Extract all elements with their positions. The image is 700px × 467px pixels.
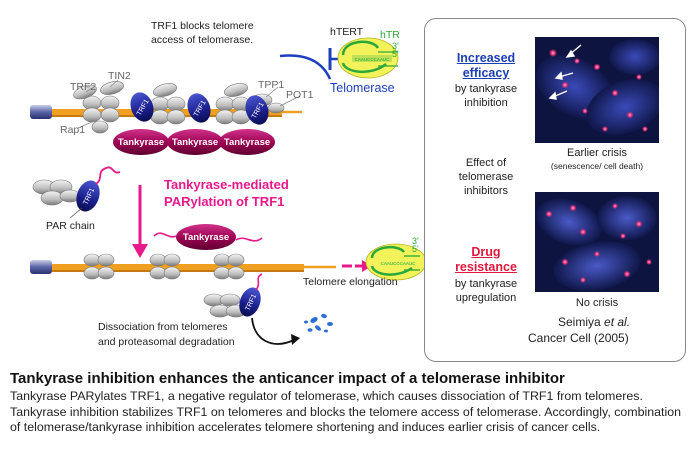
parylated-trf1: TRF1: [32, 166, 121, 219]
chromosome-cap: [30, 105, 52, 119]
inhibition-line: [279, 48, 338, 80]
increased-efficacy-heading: Increased efficacy: [436, 51, 536, 81]
tankyrase-inhibition-line2: inhibition: [464, 97, 508, 109]
prime3-label: 3': [392, 41, 399, 51]
prime3-label: 3': [412, 236, 419, 246]
htr-label: hTR: [380, 29, 400, 41]
pink-down-arrow: [132, 185, 148, 258]
caption-title: Tankyrase inhibition enhances the antica…: [10, 370, 565, 387]
shelterin-complex: [73, 81, 285, 134]
rap1-label: Rap1: [60, 124, 86, 136]
tankyrase-proteins-top: Tankyrase Tankyrase Tankyrase: [113, 129, 275, 155]
par-chain: [95, 166, 121, 185]
tankyrase-inhibition-text: by tankyrase inhibition: [436, 82, 536, 110]
tankyrase-label: Tankyrase: [183, 232, 229, 243]
htert-label: hTERT: [330, 26, 364, 38]
citation-authors: Seimiya et al.: [558, 315, 630, 329]
trf1-proteins-top: TRF1 TRF1 TRF1: [130, 92, 269, 125]
citation-etal: et al.: [600, 315, 631, 329]
tankyrase-inhibition-line1: by tankyrase: [454, 83, 518, 95]
tin2-label: TIN2: [108, 70, 131, 82]
dissociation-text: Dissociation from telomeres and proteaso…: [98, 320, 235, 350]
figure-caption: Tankyrase inhibition enhances the antica…: [10, 369, 690, 436]
leader-lines: [77, 79, 301, 129]
par-chain-label: PAR chain: [46, 220, 95, 232]
telomere-strand: [52, 109, 282, 115]
trf1-blocks-line1: TRF1 blocks telomere: [151, 20, 254, 32]
tankyrase-label: Tankyrase: [172, 137, 218, 148]
dissociation-line2: and proteasomal degradation: [98, 336, 235, 348]
telomere-elongation-label: Telomere elongation: [303, 276, 398, 288]
effect-of-inhibitors-text: Effect of telomerase inhibitors: [436, 156, 536, 198]
trf1-blocks-text: TRF1 blocks telomere access of telomeras…: [151, 19, 254, 47]
prime5-label: 5': [412, 244, 419, 254]
bottom-ends: 3' 5': [412, 236, 419, 254]
upregulation-line1: by tankyrase: [454, 278, 518, 290]
svg-text:CAAUCCCAAUC: CAAUCCCAAUC: [381, 261, 417, 266]
micrograph-no-crisis-image: [535, 192, 659, 292]
upregulation-line2: upregulation: [455, 292, 517, 304]
effect-line3: inhibitors: [463, 185, 509, 197]
top-ends: 3' 5': [392, 41, 399, 59]
dissociation-line1: Dissociation from telomeres: [98, 321, 228, 333]
prime5-label: 5': [392, 49, 399, 59]
effect-line1: Effect of: [465, 157, 507, 169]
telomere-bottom: [30, 253, 336, 280]
effect-line2: telomerase: [458, 171, 514, 183]
degradation-fragments: [304, 313, 333, 333]
micrograph-earlier-crisis-image: [535, 37, 659, 143]
telomerase-label: Telomerase: [330, 81, 395, 95]
tpp1-label: TPP1: [258, 79, 285, 91]
tankyrase-released: Tankyrase: [153, 224, 263, 250]
tankyrase-label: Tankyrase: [118, 137, 164, 148]
citation-journal: Cancer Cell (2005): [528, 331, 629, 345]
drug-line1: Drug: [471, 245, 501, 259]
no-crisis-label: No crisis: [575, 297, 619, 309]
earlier-crisis-sublabel: (senescence/ cell death): [550, 161, 644, 171]
tankyrase-upregulation-text: by tankyrase upregulation: [436, 277, 536, 305]
trf2-label: TRF2: [70, 81, 97, 93]
parylation-text: Tankyrase-mediated PARylation of TRF1: [164, 176, 289, 210]
tankyrase-label: Tankyrase: [224, 137, 270, 148]
svg-text:CAAUCCCAAUC: CAAUCCCAAUC: [355, 57, 391, 62]
parylation-line1: Tankyrase-mediated: [164, 177, 289, 192]
trf1-blocks-line2: access of telomerase.: [151, 34, 254, 46]
micrograph-no-crisis: [535, 192, 659, 292]
parylation-line2: PARylation of TRF1: [164, 194, 285, 209]
increased-line1: Increased: [456, 51, 516, 65]
micrograph-earlier-crisis: [535, 37, 659, 143]
drug-resistance-heading: Drug resistance: [436, 245, 536, 275]
citation-author: Seimiya: [558, 315, 601, 329]
pot1-label: POT1: [286, 89, 314, 101]
increased-line2: efficacy: [462, 66, 510, 80]
telomerase-enzyme-top: CAAUCCCAAUC: [337, 37, 399, 79]
earlier-crisis-label: Earlier crisis: [567, 147, 627, 159]
degraded-trf1: TRF1: [203, 273, 333, 345]
telomerase-enzyme-bottom: CAAUCCCAAUC: [365, 243, 427, 281]
drug-line2: resistance: [455, 260, 517, 274]
caption-body: Tankyrase PARylates TRF1, a negative reg…: [10, 389, 682, 435]
